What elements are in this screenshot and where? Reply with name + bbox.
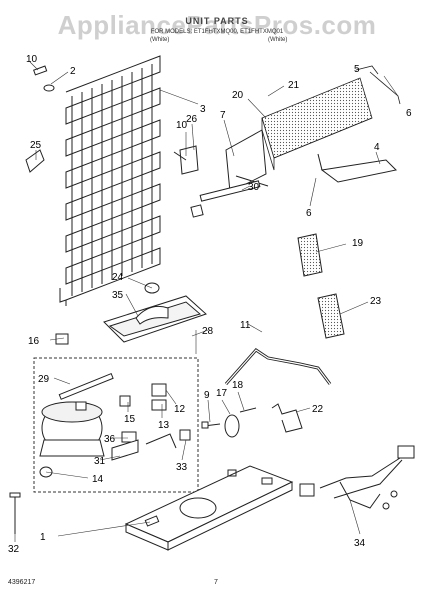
- callout-labels: 1 2 3 4 5 6 6 7 9 10 10 11 12 13 14 15 1…: [8, 54, 412, 555]
- compressor-kit-outline: [33, 357, 199, 493]
- callout-10-top: 10: [26, 54, 38, 65]
- watermark: AppliancePartsPros.com: [57, 10, 377, 40]
- callout-36: 36: [104, 434, 116, 445]
- callout-31: 31: [94, 456, 106, 467]
- callout-19: 19: [352, 238, 364, 249]
- document-number: 4396217: [8, 579, 36, 586]
- color-note-left: (White): [150, 37, 170, 43]
- defrost-heater-bracket: [225, 129, 269, 193]
- callout-26: 26: [186, 114, 198, 125]
- callout-15: 15: [124, 414, 136, 425]
- base-screw: [9, 492, 21, 534]
- callout-14: 14: [92, 474, 104, 485]
- callout-30: 30: [248, 182, 260, 193]
- insulation-pad-19: [297, 233, 323, 277]
- callout-10-bracket: 10: [176, 120, 188, 131]
- callout-33: 33: [176, 462, 188, 473]
- callout-21: 21: [288, 80, 300, 91]
- filter-drier: [271, 403, 303, 433]
- callout-29: 29: [38, 374, 50, 385]
- model-numbers: FOR MODELS: ET1FHTXMQ00, ET1FHTXMQ01: [150, 29, 284, 35]
- callout-7: 7: [220, 110, 226, 121]
- start-relay: [111, 383, 191, 461]
- callout-11: 11: [240, 320, 251, 331]
- callout-17: 17: [216, 388, 228, 399]
- callout-20: 20: [232, 90, 244, 101]
- drain-tube: [190, 180, 261, 218]
- callout-32: 32: [8, 544, 20, 555]
- callout-18: 18: [232, 380, 244, 391]
- callout-22: 22: [312, 404, 324, 415]
- condenser-clip: [25, 149, 45, 173]
- wire-harness: [299, 445, 415, 510]
- condenser-fan-motor: [201, 407, 257, 438]
- callout-1: 1: [40, 532, 46, 543]
- callout-24: 24: [112, 272, 124, 283]
- callout-2: 2: [70, 66, 76, 77]
- fan-bracket: [173, 145, 199, 175]
- callout-3: 3: [200, 104, 206, 115]
- insulation-pad-23: [317, 293, 345, 339]
- callout-23: 23: [370, 296, 382, 307]
- evaporator: [261, 65, 401, 171]
- drain-pan: [103, 282, 207, 343]
- page-number: 7: [214, 579, 218, 586]
- callout-12: 12: [174, 404, 186, 415]
- callout-16: 16: [28, 336, 40, 347]
- callout-28: 28: [202, 326, 214, 337]
- callout-35: 35: [112, 290, 124, 301]
- heater-element: [317, 153, 398, 183]
- color-note-right: (White): [268, 37, 288, 43]
- callout-5: 5: [354, 64, 360, 75]
- callout-13: 13: [158, 420, 170, 431]
- compressor: [39, 401, 105, 457]
- callout-6-heater: 6: [306, 208, 312, 219]
- leader-lines: [14, 61, 399, 542]
- callout-4: 4: [374, 142, 380, 153]
- callout-6-evaporator: 6: [406, 108, 412, 119]
- callout-25: 25: [30, 140, 42, 151]
- condenser-coil: [59, 55, 161, 306]
- mounting-screw: [33, 65, 55, 92]
- callout-9: 9: [204, 390, 210, 401]
- callout-34: 34: [354, 538, 366, 549]
- process-tube: [58, 373, 114, 400]
- compressor-base-plate: [124, 465, 294, 551]
- diagram-title: UNIT PARTS: [185, 16, 249, 26]
